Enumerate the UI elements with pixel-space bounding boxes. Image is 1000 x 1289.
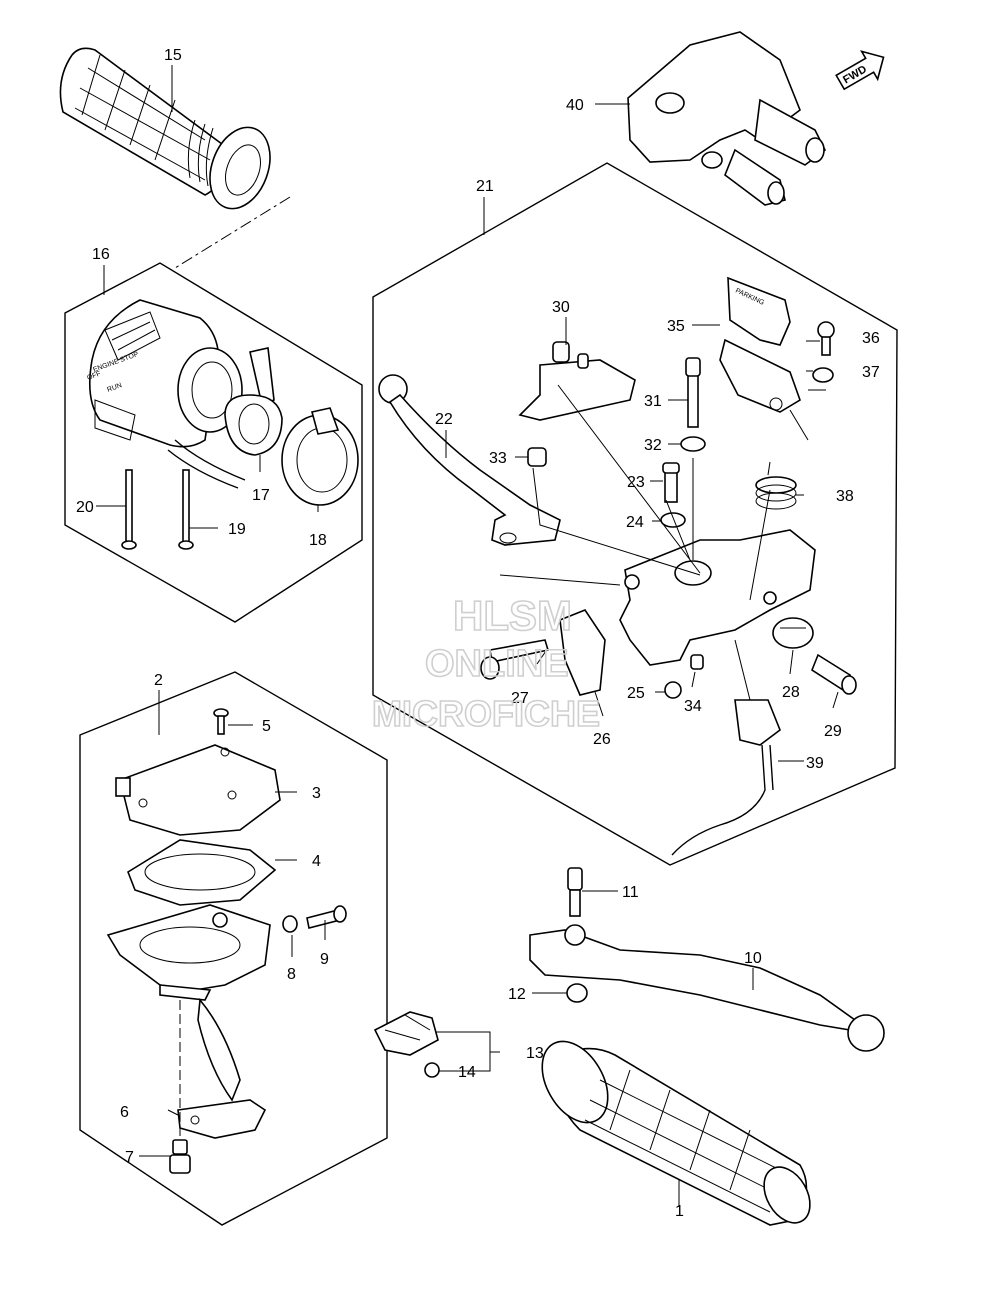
washer-37 bbox=[812, 367, 834, 383]
screw-5 bbox=[213, 708, 229, 735]
part-label-29: 29 bbox=[824, 723, 842, 740]
washer-24 bbox=[660, 512, 686, 528]
part-label-37: 37 bbox=[862, 364, 880, 381]
guide-lines-21 bbox=[499, 384, 826, 701]
clutch-lever bbox=[378, 374, 561, 546]
off-marking: OFF bbox=[86, 371, 102, 382]
pin-23 bbox=[662, 462, 680, 503]
part-label-32: 32 bbox=[644, 437, 662, 454]
master-cylinder-cover bbox=[115, 744, 281, 836]
group-16-outline bbox=[64, 262, 363, 623]
nut-12 bbox=[566, 983, 588, 1003]
part-label-16: 16 bbox=[92, 246, 110, 263]
switch-clamp bbox=[224, 347, 283, 456]
group-21-outline bbox=[372, 162, 898, 866]
group-2-outline bbox=[79, 671, 388, 1226]
bolt-31 bbox=[685, 357, 701, 428]
grip-left bbox=[59, 47, 271, 210]
part-label-27: 27 bbox=[511, 690, 529, 707]
part-label-21: 21 bbox=[476, 178, 494, 195]
washer-32 bbox=[680, 436, 706, 452]
part-label-26: 26 bbox=[593, 731, 611, 748]
nut-34 bbox=[690, 654, 704, 670]
part-label-14: 14 bbox=[458, 1064, 476, 1081]
screw-36 bbox=[817, 321, 835, 356]
part-label-15: 15 bbox=[164, 47, 182, 64]
part-label-40: 40 bbox=[566, 97, 584, 114]
part-label-18: 18 bbox=[309, 532, 327, 549]
part-label-33: 33 bbox=[489, 450, 507, 467]
part-label-2: 2 bbox=[154, 672, 163, 689]
part-label-7: 7 bbox=[125, 1149, 134, 1166]
part-label-11: 11 bbox=[622, 884, 639, 901]
part-label-28: 28 bbox=[782, 684, 800, 701]
pin-11 bbox=[567, 867, 583, 917]
parking-cover: PARKING bbox=[719, 276, 801, 413]
nut-8 bbox=[282, 915, 298, 933]
grip-right bbox=[541, 1040, 811, 1226]
part-label-23: 23 bbox=[627, 474, 645, 491]
bolt-9 bbox=[306, 905, 347, 929]
screw-19 bbox=[178, 469, 194, 550]
part-label-20: 20 bbox=[76, 499, 94, 516]
spring-38 bbox=[755, 461, 797, 510]
part-label-25: 25 bbox=[627, 685, 645, 702]
part-label-9: 9 bbox=[320, 951, 329, 968]
lever-bracket bbox=[559, 529, 816, 696]
screw-29 bbox=[811, 653, 857, 695]
brake-switch bbox=[373, 1011, 439, 1056]
part-label-8: 8 bbox=[287, 966, 296, 983]
watermark-line-1: HLSM bbox=[453, 592, 572, 639]
part-label-13: 13 bbox=[526, 1045, 544, 1062]
master-cylinder-body bbox=[106, 904, 271, 1102]
diaphragm-gasket bbox=[127, 839, 277, 906]
leader-lines bbox=[96, 65, 839, 1207]
bolt-7 bbox=[169, 1139, 191, 1174]
part-label-4: 4 bbox=[312, 853, 321, 870]
switch-housing bbox=[627, 31, 827, 206]
adjuster-28 bbox=[772, 617, 814, 649]
bolt-27 bbox=[480, 639, 550, 680]
part-label-30: 30 bbox=[552, 299, 570, 316]
screw-14 bbox=[424, 1062, 440, 1078]
parking-switch bbox=[518, 341, 636, 421]
part-label-39: 39 bbox=[806, 755, 824, 772]
nut-25 bbox=[664, 681, 682, 699]
handlebar-switch-assembly: ENGINE STOP RUN OFF bbox=[86, 299, 246, 489]
part-label-3: 3 bbox=[312, 785, 321, 802]
bushing-33 bbox=[527, 447, 547, 467]
brake-lever bbox=[529, 924, 885, 1052]
part-label-24: 24 bbox=[626, 514, 644, 531]
part-label-34: 34 bbox=[684, 698, 702, 715]
run-marking: RUN bbox=[106, 382, 123, 394]
bracket-6 bbox=[177, 1099, 267, 1139]
part-label-12: 12 bbox=[508, 986, 526, 1003]
part-label-6: 6 bbox=[120, 1104, 129, 1121]
part-label-31: 31 bbox=[644, 393, 662, 410]
part-label-10: 10 bbox=[744, 950, 762, 967]
part-label-1: 1 bbox=[675, 1203, 684, 1220]
part-label-5: 5 bbox=[262, 718, 271, 735]
part-label-22: 22 bbox=[435, 411, 453, 428]
part-label-17: 17 bbox=[252, 487, 270, 504]
screw-20 bbox=[121, 469, 137, 550]
forward-arrow-icon: FWD bbox=[835, 50, 885, 91]
part-label-36: 36 bbox=[862, 330, 880, 347]
part-label-35: 35 bbox=[667, 318, 685, 335]
watermark-line-3: MICROFICHE bbox=[372, 693, 600, 734]
throttle-ring bbox=[281, 407, 359, 506]
switch-wire-39 bbox=[671, 699, 781, 856]
part-label-19: 19 bbox=[228, 521, 246, 538]
part-label-38: 38 bbox=[836, 488, 854, 505]
watermark-line-2: ONLINE bbox=[425, 643, 569, 685]
